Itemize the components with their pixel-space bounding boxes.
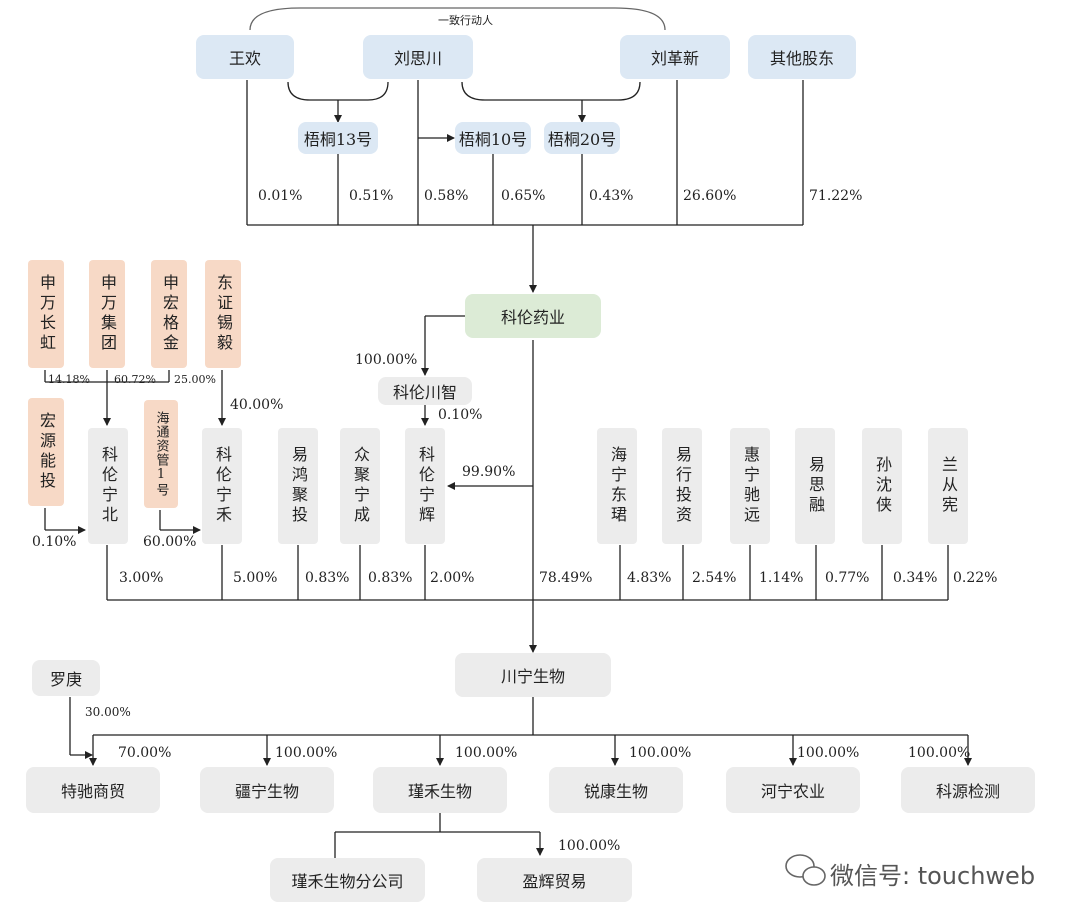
pct-label: 100.00% bbox=[629, 745, 692, 761]
vehicle-wutong20: 梧桐20号 bbox=[544, 122, 620, 154]
shareholder-liusichuan: 刘思川 bbox=[363, 35, 473, 79]
investor-box: 申万长虹 bbox=[28, 260, 64, 368]
holder-box: 兰从宪 bbox=[928, 428, 968, 544]
pct-label: 5.00% bbox=[233, 570, 278, 586]
hongyuan-box: 宏源能投 bbox=[28, 398, 64, 506]
subsidiary-box: 特驰商贸 bbox=[26, 767, 160, 813]
shareholder-liugexin: 刘革新 bbox=[620, 35, 730, 79]
wechat-icon bbox=[785, 854, 826, 886]
pct-label: 70.00% bbox=[118, 745, 172, 761]
pct-label: 100.00% bbox=[558, 838, 621, 854]
pct-label: 100.00% bbox=[355, 352, 418, 368]
holder-box: 科伦宁禾 bbox=[202, 428, 242, 544]
pct-label: 60.00% bbox=[143, 534, 197, 550]
subsidiary-box: 锐康生物 bbox=[549, 767, 683, 813]
investor-box: 申宏格金 bbox=[151, 260, 187, 368]
investor-box: 东证锡毅 bbox=[205, 260, 241, 368]
pct-label: 0.10% bbox=[32, 534, 77, 550]
kelun-pharma-box: 科伦药业 bbox=[465, 294, 601, 338]
jinhe-branch-box: 瑾禾生物分公司 bbox=[270, 858, 425, 902]
shareholder-wanghuan: 王欢 bbox=[196, 35, 294, 79]
pct-label: 78.49% bbox=[539, 570, 593, 586]
holder-box: 科伦宁辉 bbox=[405, 428, 445, 544]
pct-label: 100.00% bbox=[275, 745, 338, 761]
watermark: 微信号: touchweb bbox=[830, 862, 1036, 890]
pct-label: 0.22% bbox=[953, 570, 998, 586]
subsidiary-box: 河宁农业 bbox=[726, 767, 860, 813]
holder-box: 惠宁驰远 bbox=[730, 428, 770, 544]
yinghui-trade-box: 盈辉贸易 bbox=[477, 858, 632, 902]
pct-label: 0.77% bbox=[825, 570, 870, 586]
pct-label: 25.00% bbox=[174, 373, 216, 386]
pct-label: 2.00% bbox=[430, 570, 475, 586]
holder-box: 易思融 bbox=[795, 428, 835, 544]
pct-label: 0.34% bbox=[893, 570, 938, 586]
pct-label: 0.43% bbox=[589, 188, 634, 204]
pct-label: 26.60% bbox=[683, 188, 737, 204]
haitong-box: 海通资管1号 bbox=[144, 400, 178, 508]
subsidiary-box: 科源检测 bbox=[901, 767, 1035, 813]
pct-label: 100.00% bbox=[455, 745, 518, 761]
pct-label: 30.00% bbox=[85, 705, 131, 719]
vehicle-wutong13: 梧桐13号 bbox=[298, 122, 378, 154]
holder-box: 众聚宁成 bbox=[340, 428, 380, 544]
pct-label: 14.18% bbox=[48, 373, 90, 386]
kelun-chuanzhi-box: 科伦川智 bbox=[378, 377, 472, 405]
holder-box: 易鸿聚投 bbox=[278, 428, 318, 544]
pct-label: 3.00% bbox=[119, 570, 164, 586]
pct-label: 71.22% bbox=[809, 188, 863, 204]
pct-label: 0.83% bbox=[368, 570, 413, 586]
pct-label: 0.51% bbox=[349, 188, 394, 204]
vehicle-wutong10: 梧桐10号 bbox=[455, 122, 531, 154]
pct-label: 2.54% bbox=[692, 570, 737, 586]
shareholder-others: 其他股东 bbox=[748, 35, 856, 79]
holder-box: 海宁东珺 bbox=[597, 428, 637, 544]
investor-box: 申万集团 bbox=[89, 260, 125, 368]
holder-box: 孙沈侠 bbox=[862, 428, 902, 544]
pct-label: 0.65% bbox=[501, 188, 546, 204]
pct-label: 100.00% bbox=[908, 745, 971, 761]
pct-label: 4.83% bbox=[627, 570, 672, 586]
holder-box: 科伦宁北 bbox=[88, 428, 128, 544]
pct-label: 60.72% bbox=[114, 373, 156, 386]
holder-box: 易行投资 bbox=[662, 428, 702, 544]
pct-label: 40.00% bbox=[230, 397, 284, 413]
pct-label: 99.90% bbox=[462, 464, 516, 480]
pct-label: 0.58% bbox=[424, 188, 469, 204]
pct-label: 0.01% bbox=[258, 188, 303, 204]
pct-label: 0.10% bbox=[438, 407, 483, 423]
pct-label: 0.83% bbox=[305, 570, 350, 586]
luogeng-box: 罗庚 bbox=[32, 660, 100, 696]
pct-label: 1.14% bbox=[759, 570, 804, 586]
subsidiary-box: 疆宁生物 bbox=[200, 767, 334, 813]
pct-label: 100.00% bbox=[797, 745, 860, 761]
concert-label: 一致行动人 bbox=[438, 14, 493, 27]
subsidiary-box: 瑾禾生物 bbox=[373, 767, 507, 813]
chuanning-bio-box: 川宁生物 bbox=[455, 653, 611, 697]
